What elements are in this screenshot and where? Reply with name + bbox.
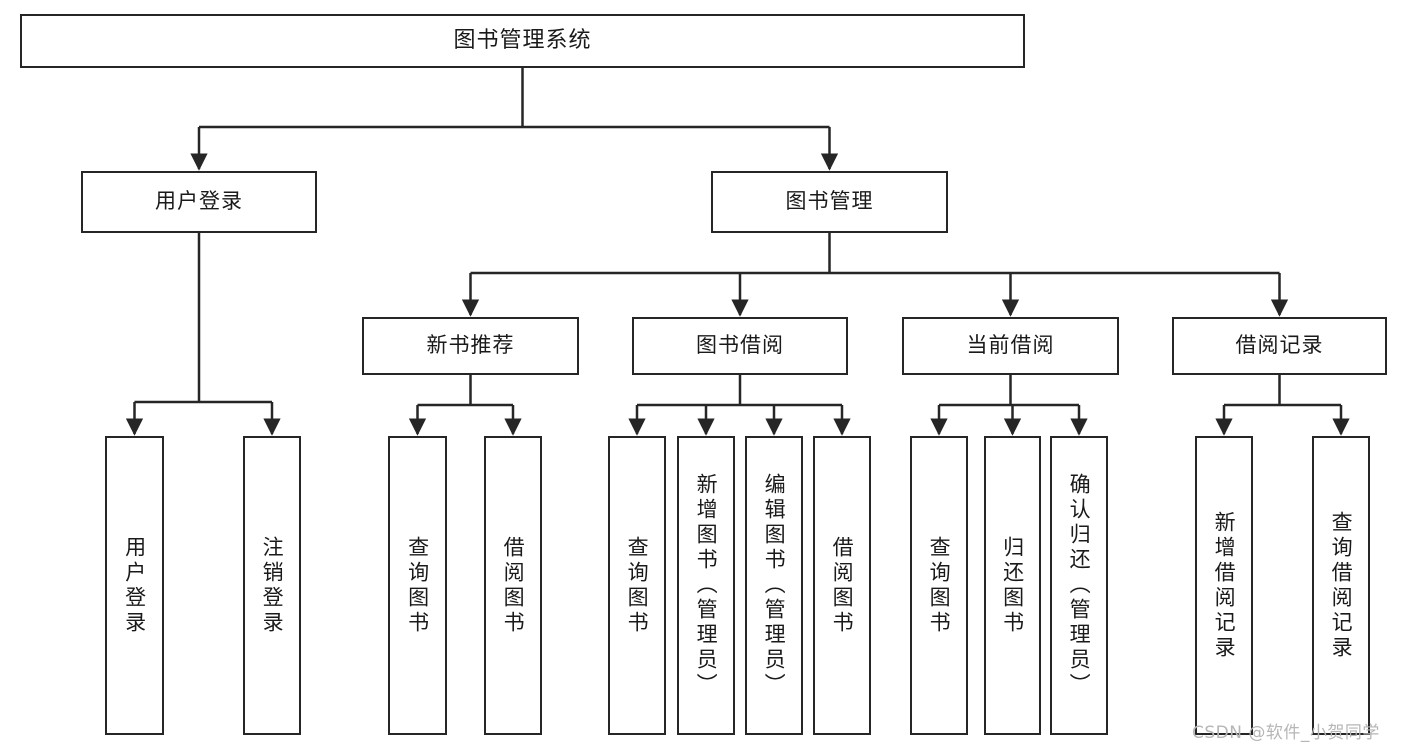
node-n2[interactable]: 借阅图书 (484, 436, 542, 735)
node-label: 查询图书 (927, 535, 952, 636)
node-label: 新增借阅记录 (1212, 510, 1237, 661)
node-label: 确认归还（管理员） (1067, 473, 1092, 698)
node-label: 当前借阅 (966, 333, 1055, 358)
watermark-label: CSDN @软件_小贺同学 (1192, 723, 1380, 743)
node-label: 用户登录 (155, 189, 243, 214)
node-current[interactable]: 当前借阅 (902, 317, 1119, 375)
node-login[interactable]: 用户登录 (81, 171, 317, 233)
node-label: 查询图书 (405, 535, 430, 636)
node-label: 借阅图书 (501, 535, 526, 636)
node-c2[interactable]: 归还图书 (984, 436, 1041, 735)
node-bookmgmt[interactable]: 图书管理 (711, 171, 948, 233)
node-root[interactable]: 图书管理系统 (20, 14, 1025, 68)
edge-paths (125, 68, 1350, 436)
node-b1[interactable]: 查询图书 (608, 436, 666, 735)
node-b3[interactable]: 编辑图书（管理员） (745, 436, 803, 735)
node-borrow[interactable]: 图书借阅 (632, 317, 848, 375)
node-label: 注销登录 (260, 535, 285, 636)
node-label: 新增图书（管理员） (694, 473, 719, 698)
node-c3[interactable]: 确认归还（管理员） (1050, 436, 1108, 735)
node-label: 新书推荐 (426, 333, 515, 358)
node-label: 归还图书 (1000, 535, 1025, 636)
node-label: 图书借阅 (696, 333, 784, 358)
node-c1[interactable]: 查询图书 (910, 436, 968, 735)
node-records[interactable]: 借阅记录 (1172, 317, 1387, 375)
node-label: 图书管理系统 (453, 27, 592, 53)
node-newbook[interactable]: 新书推荐 (362, 317, 579, 375)
node-r1[interactable]: 新增借阅记录 (1195, 436, 1253, 735)
node-label: 图书管理 (785, 189, 874, 214)
node-l1[interactable]: 用户登录 (105, 436, 164, 735)
node-label: 查询借阅记录 (1329, 510, 1354, 661)
node-label: 查询图书 (625, 535, 650, 636)
node-n1[interactable]: 查询图书 (388, 436, 447, 735)
node-label: 借阅记录 (1235, 333, 1324, 358)
node-label: 借阅图书 (830, 535, 855, 636)
node-r2[interactable]: 查询借阅记录 (1312, 436, 1370, 735)
node-b2[interactable]: 新增图书（管理员） (677, 436, 735, 735)
node-b4[interactable]: 借阅图书 (813, 436, 871, 735)
node-label: 编辑图书（管理员） (762, 473, 787, 698)
node-l2[interactable]: 注销登录 (243, 436, 301, 735)
node-label: 用户登录 (122, 535, 147, 636)
